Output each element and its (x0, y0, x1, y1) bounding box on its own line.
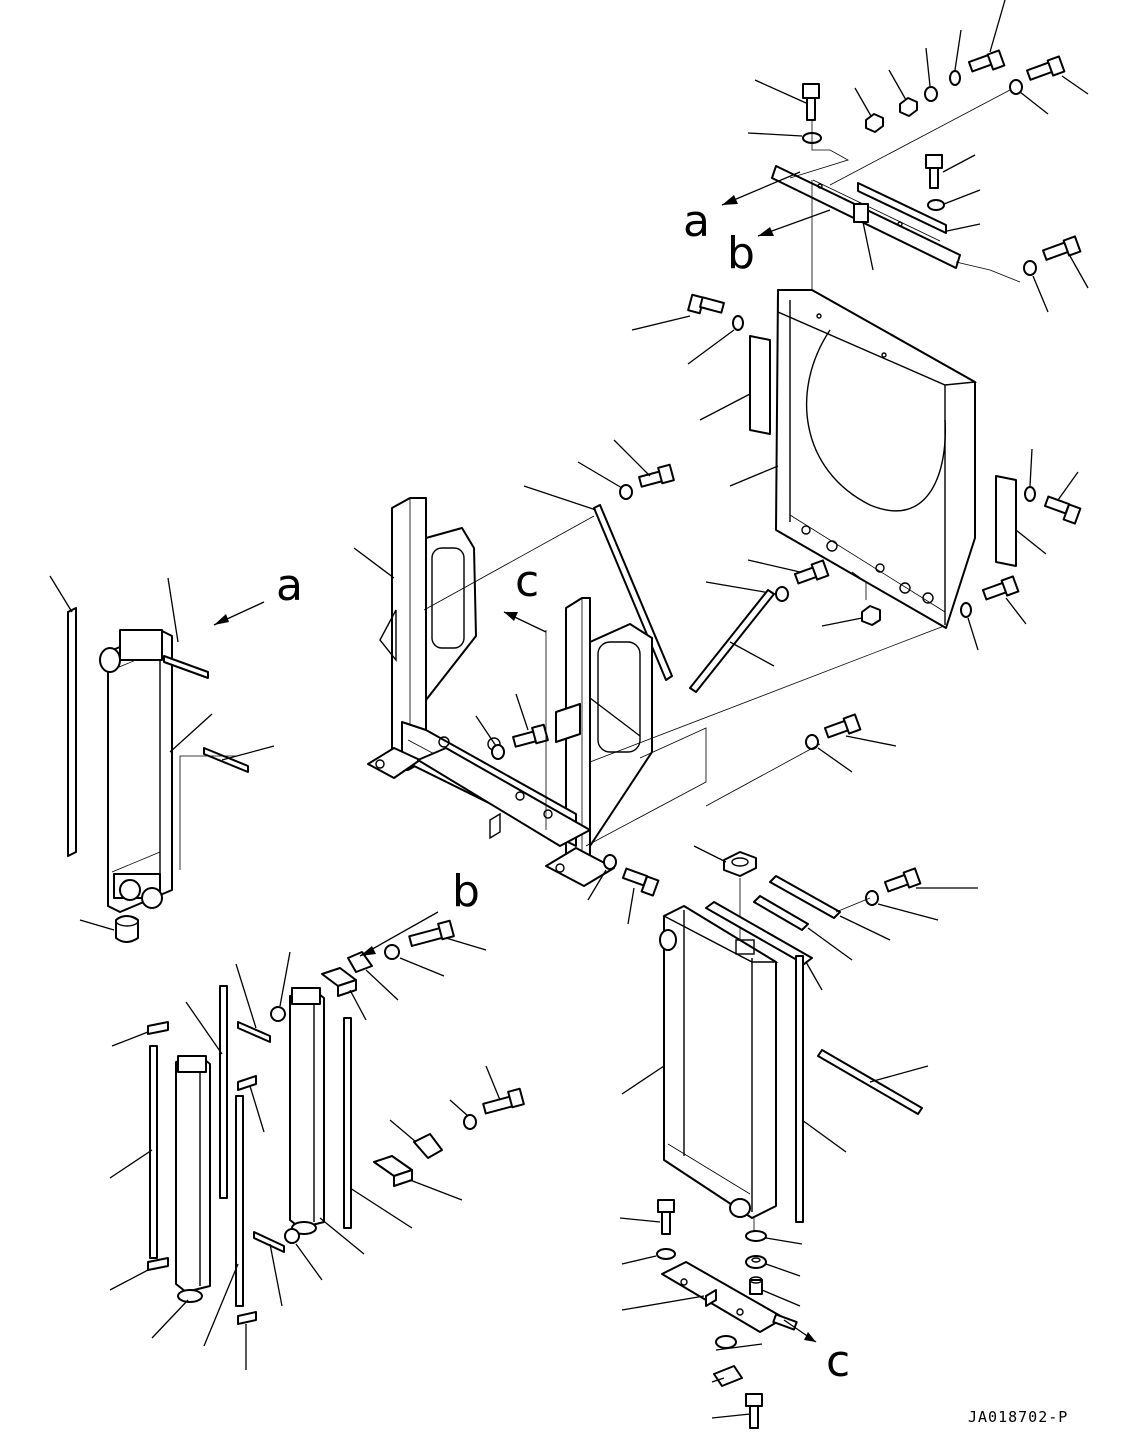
seal-strip-2 (219, 985, 228, 1199)
shroud-side-seal-left (699, 335, 771, 435)
plug-2 (284, 1228, 300, 1244)
radiator-lower-bracket (621, 1261, 785, 1333)
seal-mid-intercooler (203, 745, 275, 773)
collar (749, 1276, 801, 1307)
seal-top-intercooler (163, 577, 209, 679)
block-upper (321, 967, 367, 1021)
arrow-c-bottom (804, 1332, 816, 1342)
main-frame (353, 497, 653, 887)
label-b-mid: b (452, 866, 480, 917)
upper-bracket-group: a b (683, 0, 1089, 313)
bolt-top-5 (1042, 235, 1089, 289)
washer-top-6 (1023, 260, 1037, 276)
arrow-b-top (758, 227, 774, 236)
plug-1 (270, 1006, 286, 1022)
bolt-top-1 (754, 79, 820, 121)
label-c-bottom: c (826, 1336, 850, 1387)
pad-6 (237, 1311, 257, 1325)
label-b-top: b (727, 228, 755, 279)
bolt-top-4 (925, 154, 976, 189)
bolt-rad-bottom-right (772, 1313, 817, 1343)
clamp-upper (347, 911, 487, 1001)
grommet-intercooler (79, 915, 139, 943)
label-a-top: a (683, 196, 710, 247)
seal-strip-4 (343, 1017, 352, 1229)
seal-strip-1 (149, 1045, 158, 1259)
washer-top-5 (927, 199, 945, 211)
fan-shroud (729, 289, 978, 629)
washer-top-3 (949, 70, 961, 86)
arrow-b-mid (360, 946, 376, 956)
shroud-side-seal-right (995, 475, 1047, 567)
bolt-rad-top (883, 867, 978, 893)
bolt-rad-bottom-left (619, 1199, 675, 1235)
label-c-mid: c (515, 556, 539, 607)
bolt-frame-lower (587, 854, 660, 925)
bushing-3 (715, 1335, 737, 1349)
radiator-seal-diagonal (817, 1049, 929, 1115)
bolt-frame-center (475, 693, 549, 760)
seal-strip-left (49, 575, 77, 857)
intercooler (99, 629, 213, 913)
bolt-top-3 (1026, 55, 1089, 95)
radiator-bracket-upper (753, 875, 891, 961)
plate-washer (713, 1365, 743, 1387)
radiator-seal-top (705, 901, 823, 991)
seal-strip-3 (235, 1095, 244, 1307)
pad-1 (147, 1021, 169, 1035)
clamp-lower (389, 1065, 525, 1159)
washer-rad-top (865, 890, 879, 906)
pad-4 (237, 1075, 257, 1091)
bolt-top-2 (967, 0, 1006, 73)
bolt-rad-bottom-center (711, 1393, 763, 1429)
bushing-2 (745, 1255, 801, 1277)
washer-top-2 (924, 86, 938, 102)
arrow-a-left (214, 614, 229, 625)
bolt-shroud-lower-right (981, 575, 1027, 625)
upper-plate (853, 182, 947, 271)
pad-5 (253, 1231, 285, 1253)
drawing-code: JA018702-P (968, 1408, 1068, 1426)
oil-cooler-right (289, 987, 325, 1235)
shroud-bolt-left (631, 293, 744, 365)
bolt-shroud-lower-left (747, 559, 830, 585)
washer-shroud-right (1024, 486, 1036, 502)
radiator-cap (693, 845, 757, 877)
oil-cooler-left (175, 1055, 211, 1303)
bolt-frame-right (805, 713, 897, 773)
nut-top-2 (899, 97, 918, 117)
stay-rod-short (689, 589, 775, 693)
nut-top-1 (865, 113, 884, 133)
radiator-seal-vertical (795, 955, 804, 1223)
label-a-left: a (276, 560, 303, 611)
pad-2 (147, 1257, 169, 1271)
bushing-1 (745, 1230, 767, 1242)
bolt-stay-upper (577, 439, 675, 500)
washer-top-4 (1009, 79, 1023, 95)
stay-rod-long (523, 485, 673, 681)
bolt-shroud-right (1043, 471, 1082, 525)
pad-3 (237, 1021, 271, 1043)
arrow-a-top (722, 195, 738, 205)
washer-shroud-lower (960, 602, 972, 618)
radiator (621, 878, 779, 1219)
washer-rad-bottom-left (656, 1248, 676, 1260)
grommet-shroud (861, 605, 881, 626)
washer-shroud-lower-left (775, 586, 789, 602)
block-lower (373, 1155, 463, 1201)
arrow-c-mid (504, 612, 518, 621)
